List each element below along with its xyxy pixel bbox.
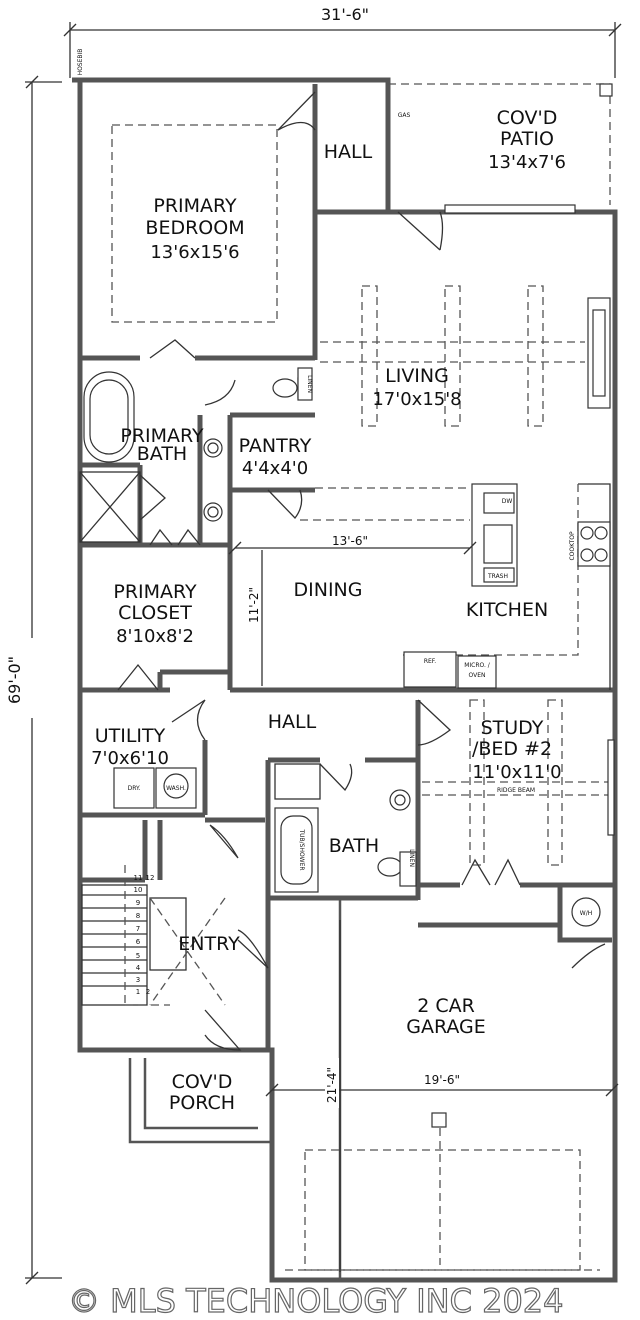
wh-label: W/H bbox=[580, 910, 592, 917]
stair-7: 7 bbox=[136, 925, 140, 933]
primary-bedroom-name-2: BEDROOM bbox=[145, 217, 244, 239]
stair-11: 11 bbox=[134, 874, 143, 882]
hall-mid-label: HALL bbox=[268, 711, 317, 733]
kitchen-name: KITCHEN bbox=[466, 599, 548, 621]
dining-name: DINING bbox=[294, 579, 363, 601]
dining-dimensions: 13'-6" 11'-2" bbox=[228, 533, 477, 686]
water-heater: W/H bbox=[571, 897, 606, 969]
primary-bedroom-size: 13'6x15'6 bbox=[150, 242, 239, 263]
overall-width-label: 31'-6" bbox=[321, 5, 369, 24]
garage-name-1: 2 CAR bbox=[417, 995, 475, 1017]
bath-doors bbox=[149, 339, 236, 546]
bedroom-ceiling-outline bbox=[111, 124, 278, 323]
patio-size: 13'4x7'6 bbox=[488, 152, 566, 173]
hall-doors bbox=[171, 699, 452, 746]
tub bbox=[83, 371, 135, 463]
micro-label-2: OVEN bbox=[468, 672, 485, 679]
kitchen-counter: COOKTOP REF. MICRO. / OVEN bbox=[400, 483, 611, 690]
dining-depth-label: 11'-2" bbox=[247, 587, 261, 623]
pantry-door bbox=[267, 489, 303, 519]
linen2-label: LINEN bbox=[408, 849, 415, 867]
living-size: 17'0x15'8 bbox=[372, 389, 461, 410]
bedroom-door bbox=[277, 91, 316, 131]
stair-3: 3 bbox=[136, 976, 140, 984]
micro-label-1: MICRO. / bbox=[464, 662, 491, 669]
entry-doors bbox=[204, 824, 269, 1051]
dry-label: DRY. bbox=[128, 785, 141, 792]
patio-name-2: PATIO bbox=[500, 128, 554, 150]
overall-depth-dimension: 69'-0" bbox=[5, 75, 62, 1285]
ref-label: REF. bbox=[424, 658, 436, 665]
study-window bbox=[607, 739, 615, 836]
garage-width-label: 19'-6" bbox=[424, 1073, 460, 1087]
gas-label: GAS bbox=[398, 112, 411, 119]
stairs: 1 2 3 4 5 6 7 8 9 10 11 12 bbox=[81, 865, 226, 1006]
primary-bedroom-name-1: PRIMARY bbox=[153, 195, 237, 217]
primary-bath-sinks bbox=[203, 438, 223, 522]
primary-closet-name-2: CLOSET bbox=[118, 602, 192, 624]
living-beams bbox=[300, 285, 585, 521]
closet-door bbox=[117, 663, 159, 691]
kitchen-island: DW TRASH bbox=[471, 483, 518, 587]
utility-name: UTILITY bbox=[95, 725, 166, 747]
primary-toilet: LINEN bbox=[272, 367, 313, 401]
study-door bbox=[461, 858, 491, 886]
garage-depth-label: 21'-4" bbox=[325, 1067, 339, 1103]
stair-1: 1 bbox=[136, 988, 140, 996]
hall-top-label: HALL bbox=[324, 141, 373, 163]
stair-8: 8 bbox=[136, 912, 140, 920]
porch-name-1: COV'D bbox=[172, 1071, 233, 1093]
dw-label: DW bbox=[502, 498, 513, 505]
stair-6: 6 bbox=[136, 938, 141, 946]
wash-label: WASH. bbox=[166, 785, 186, 792]
washer-dryer: DRY. WASH. bbox=[113, 767, 197, 809]
pantry-name: PANTRY bbox=[239, 435, 312, 457]
interior-walls bbox=[80, 84, 615, 1280]
shower bbox=[79, 471, 166, 543]
ridge-beam-label: RIDGE BEAM bbox=[497, 787, 535, 794]
copyright-watermark: © MLS TECHNOLOGY INC 2024 bbox=[68, 1282, 564, 1320]
cooktop-label: COOKTOP bbox=[569, 531, 576, 560]
study-name-2: /BED #2 bbox=[472, 738, 552, 760]
utility-size: 7'0x6'10 bbox=[91, 748, 169, 769]
stair-2: 2 bbox=[146, 988, 150, 996]
stair-10: 10 bbox=[134, 886, 143, 894]
stair-9: 9 bbox=[136, 899, 140, 907]
garage-name-2: GARAGE bbox=[406, 1016, 486, 1038]
overall-width-dimension: 31'-6" bbox=[63, 5, 622, 78]
overall-depth-label: 69'-0" bbox=[5, 656, 24, 704]
primary-closet-size: 8'10x8'2 bbox=[116, 626, 194, 647]
center-bath-fixtures: TUB/SHOWER LINEN bbox=[274, 763, 417, 893]
living-name: LIVING bbox=[385, 365, 449, 387]
porch-name-2: PORCH bbox=[169, 1092, 235, 1114]
bath-name: BATH bbox=[329, 835, 379, 857]
garage-details: 19'-6" 21'-4" bbox=[265, 920, 619, 1272]
hosebib-label: HOSEBIB bbox=[77, 49, 84, 76]
trash-label: TRASH bbox=[487, 573, 508, 580]
pantry-size: 4'4x4'0 bbox=[242, 458, 308, 479]
stair-12: 12 bbox=[146, 874, 155, 882]
primary-bath-name-2: BATH bbox=[137, 443, 187, 465]
entry-name: ENTRY bbox=[178, 933, 240, 955]
study-size: 11'0x11'0 bbox=[472, 762, 561, 783]
primary-closet-name-1: PRIMARY bbox=[113, 581, 197, 603]
linen1-label: LINEN bbox=[306, 375, 313, 393]
primary-bath-name-1: PRIMARY bbox=[120, 425, 204, 447]
study-beams: RIDGE BEAM bbox=[422, 699, 610, 866]
dining-width-label: 13'-6" bbox=[332, 534, 368, 548]
stair-5: 5 bbox=[136, 952, 140, 960]
patio-name-1: COV'D bbox=[497, 107, 558, 129]
fireplace bbox=[587, 297, 611, 409]
room-labels: HALL GAS COV'D PATIO 13'4x7'6 PRIMARY BE… bbox=[91, 107, 566, 1114]
tub-label: TUB/SHOWER bbox=[298, 828, 305, 870]
stair-4: 4 bbox=[136, 964, 141, 972]
study-door-2 bbox=[494, 858, 521, 886]
patio-door bbox=[397, 204, 576, 251]
study-name-1: STUDY bbox=[481, 717, 544, 739]
